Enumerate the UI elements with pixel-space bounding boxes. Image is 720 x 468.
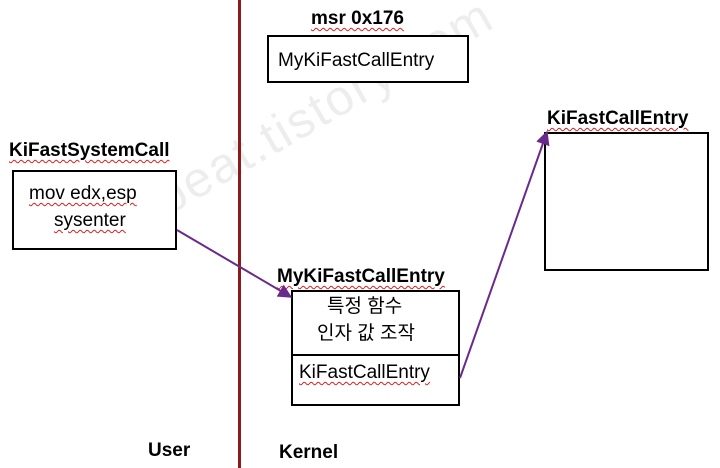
kifastcallentry-box bbox=[544, 132, 709, 271]
msr-value-box: MyKiFastCallEntry bbox=[267, 35, 469, 83]
mykifastcallentry-title: MyKiFastCallEntry bbox=[277, 266, 445, 287]
instruction-mov: mov edx,esp bbox=[29, 183, 137, 204]
msr-value: MyKiFastCallEntry bbox=[278, 50, 435, 71]
hook-desc-line2: 인자 값 조작 bbox=[317, 323, 415, 344]
user-kernel-divider bbox=[238, 0, 241, 468]
kifastsystemcall-title: KiFastSystemCall bbox=[9, 140, 170, 161]
kifastsystemcall-box: mov edx,esp sysenter bbox=[12, 170, 177, 250]
user-region-label: User bbox=[148, 440, 191, 461]
msr-title-text: msr 0x176 bbox=[311, 8, 404, 29]
hook-call-target: KiFastCallEntry bbox=[299, 362, 430, 383]
arrow-hook-to-kifastcallentry bbox=[459, 130, 550, 379]
kifastcallentry-title: KiFastCallEntry bbox=[547, 108, 689, 129]
arrow-sysenter-to-hook bbox=[176, 229, 293, 298]
hook-box-separator bbox=[293, 354, 458, 356]
mykifastcallentry-box: 특정 함수 인자 값 조작 KiFastCallEntry bbox=[291, 290, 460, 406]
hook-desc-line1: 특정 함수 bbox=[327, 296, 403, 317]
instruction-sysenter: sysenter bbox=[54, 210, 126, 231]
kernel-region-label: Kernel bbox=[279, 442, 339, 463]
msr-title: msr 0x176 bbox=[311, 8, 404, 30]
